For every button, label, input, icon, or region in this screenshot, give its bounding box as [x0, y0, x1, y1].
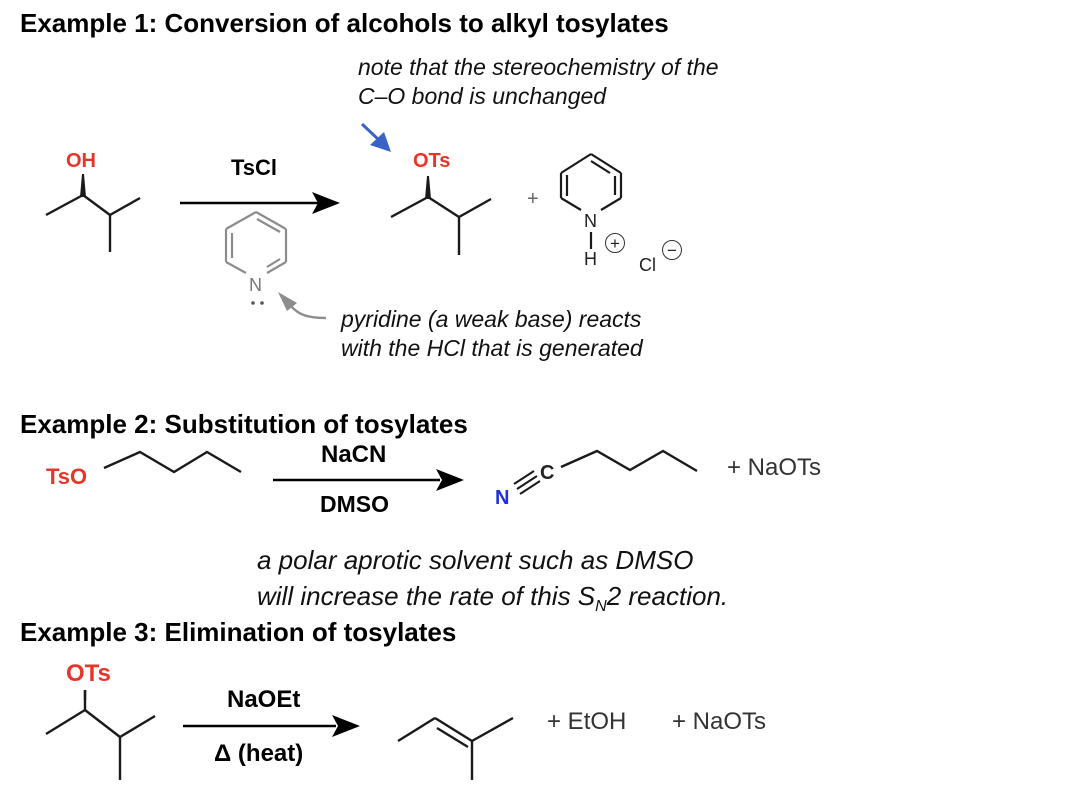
alkene-product: [397, 716, 514, 780]
tosylate-group-label: OTs: [413, 150, 451, 172]
tosyloxy-group-label: TsO: [46, 464, 88, 489]
stereochemistry-note-line-2: C–O bond is unchanged: [358, 83, 607, 109]
reaction-arrow-3: [183, 715, 360, 737]
pyridinium-nitrogen-label: N: [584, 211, 597, 231]
nitrile-product-chain: [560, 449, 698, 473]
stereochemistry-note-line-1: note that the stereochemistry of the: [358, 54, 719, 80]
lone-pair-dots: [251, 301, 264, 305]
alcohol-wedge-bond: [80, 174, 86, 197]
hydroxyl-group-label: OH: [66, 150, 96, 172]
naoet-reagent-label: NaOEt: [227, 686, 301, 713]
tosylate-skeleton: [390, 195, 492, 255]
positive-charge-icon: +: [605, 233, 625, 253]
example-1-heading: Example 1: Conversion of alcohols to alk…: [20, 8, 669, 38]
elimination-reactant-skeleton: [45, 690, 156, 780]
pyridinium-ring: [559, 153, 623, 249]
reaction-arrow-1: [180, 192, 340, 214]
pyridine-nitrogen-label: N: [249, 275, 262, 295]
tscl-reagent-label: TsCl: [231, 155, 278, 180]
example-3-heading: Example 3: Elimination of tosylates: [20, 617, 457, 647]
blue-note-arrow: [360, 122, 382, 143]
nitrile-nitrogen-label: N: [495, 487, 510, 509]
heat-condition-label: Δ (heat): [214, 740, 304, 767]
pyridine-note-line-1: pyridine (a weak base) reacts: [341, 306, 642, 332]
pyridinium-hydrogen-label: H: [584, 249, 597, 269]
pyridine-ring: [224, 211, 288, 274]
example-2-heading: Example 2: Substitution of tosylates: [20, 409, 468, 439]
dmso-solvent-label: DMSO: [320, 491, 389, 517]
tosylate-group-label-3: OTs: [66, 660, 111, 687]
plus-sign: +: [527, 188, 539, 210]
naots-byproduct-3: + NaOTs: [672, 708, 767, 735]
etoh-byproduct: + EtOH: [547, 708, 627, 735]
tosylate-wedge-bond: [425, 176, 431, 199]
curved-gray-arrow: [290, 305, 327, 320]
chloride-label: Cl: [639, 255, 656, 275]
reaction-arrow-2: [273, 469, 464, 491]
nacn-reagent-label: NaCN: [321, 441, 387, 468]
negative-charge-icon: −: [662, 240, 682, 260]
butyl-chain-reactant: [103, 450, 242, 474]
nitrile-triple-bond: [513, 470, 541, 495]
solvent-note-line-2: will increase the rate of this SN2 react…: [257, 581, 729, 616]
naots-byproduct: + NaOTs: [727, 454, 822, 481]
alcohol-skeleton: [45, 193, 141, 252]
nitrile-carbon-label: C: [540, 462, 555, 484]
pyridine-note-line-2: with the HCl that is generated: [341, 335, 643, 361]
solvent-note-line-1: a polar aprotic solvent such as DMSO: [257, 545, 694, 575]
